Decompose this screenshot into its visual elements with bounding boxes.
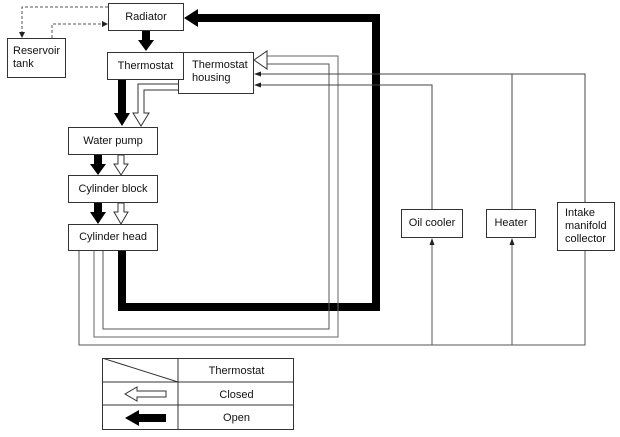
reservoir-label-line2: tank xyxy=(13,58,34,70)
radiator-to-reservoir-dashed-line xyxy=(21,6,108,33)
open-flow-head-to-radiator xyxy=(118,14,380,311)
water-pump-label: Water pump xyxy=(83,134,143,147)
legend-header: Thermostat xyxy=(208,365,265,377)
heater-supply-arrowhead xyxy=(509,238,515,245)
block-head-solid-shaft xyxy=(94,203,102,212)
pump-block-hollow-arrow xyxy=(113,154,129,176)
return-line-oil-cooler xyxy=(258,84,433,209)
legend-grid xyxy=(102,358,294,430)
bypass-hollow-arrowhead xyxy=(253,50,268,70)
oil-cooler-label: Oil cooler xyxy=(408,217,456,229)
intake-label-line2: manifold xyxy=(565,220,607,232)
thermostat-label: Thermostat xyxy=(117,59,174,72)
open-flow-radiator-arrowhead xyxy=(184,9,198,27)
legend-open-label: Open xyxy=(223,412,250,424)
reservoir-label-line1: Reservoir xyxy=(13,45,61,57)
thermostat-pump-arrowhead xyxy=(114,113,130,126)
cylinder-block-box: Cylinder block xyxy=(68,175,158,203)
bypass-line-inner xyxy=(102,63,330,330)
return-arrowhead-2 xyxy=(254,82,261,88)
housing-label-line1: Thermostat xyxy=(192,59,248,71)
housing-pump-hollow-arrow xyxy=(132,83,178,127)
heater-box: Heater xyxy=(486,209,536,238)
heater-label: Heater xyxy=(494,217,528,229)
thermostat-pump-arrow-shaft xyxy=(118,79,126,113)
oil-cooler-box: Oil cooler xyxy=(401,209,463,238)
radiator-label: Radiator xyxy=(125,10,167,23)
oil-cooler-supply-arrowhead xyxy=(429,238,435,245)
water-pump-box: Water pump xyxy=(68,127,158,155)
housing-label-line2: housing xyxy=(192,72,231,84)
block-head-solid-arrowhead xyxy=(90,212,106,224)
return-line-heater-intake xyxy=(258,73,586,202)
legend-closed-hollow-arrow-icon xyxy=(124,386,167,402)
legend-header-diagonal xyxy=(102,358,179,383)
reservoir-to-radiator-dashed-line xyxy=(51,23,103,38)
thermostat-box: Thermostat xyxy=(107,52,184,80)
radiator-thermostat-arrowhead xyxy=(138,40,154,51)
reservoir-arrowhead xyxy=(19,32,25,38)
supply-line-bottom xyxy=(78,251,586,346)
bypass-line-outer xyxy=(93,55,339,338)
legend-open-solid-arrow-icon xyxy=(125,410,166,426)
cylinder-head-box: Cylinder head xyxy=(68,224,158,251)
radiator-thermostat-arrow-shaft xyxy=(142,30,150,40)
radiator-inlet-arrowhead xyxy=(102,21,108,27)
intake-label-line3: collector xyxy=(565,233,606,245)
legend-closed-label: Closed xyxy=(219,388,254,401)
intake-label-line1: Intake xyxy=(565,207,595,219)
radiator-box: Radiator xyxy=(108,3,184,31)
pump-block-solid-arrowhead xyxy=(90,164,106,175)
cylinder-block-label: Cylinder block xyxy=(78,182,148,195)
cylinder-head-label: Cylinder head xyxy=(79,231,147,243)
legend-table: Thermostat Closed Open xyxy=(102,358,294,430)
return-arrowhead-1 xyxy=(254,71,261,77)
block-head-hollow-arrow xyxy=(113,202,129,225)
pump-block-solid-shaft xyxy=(94,155,102,164)
